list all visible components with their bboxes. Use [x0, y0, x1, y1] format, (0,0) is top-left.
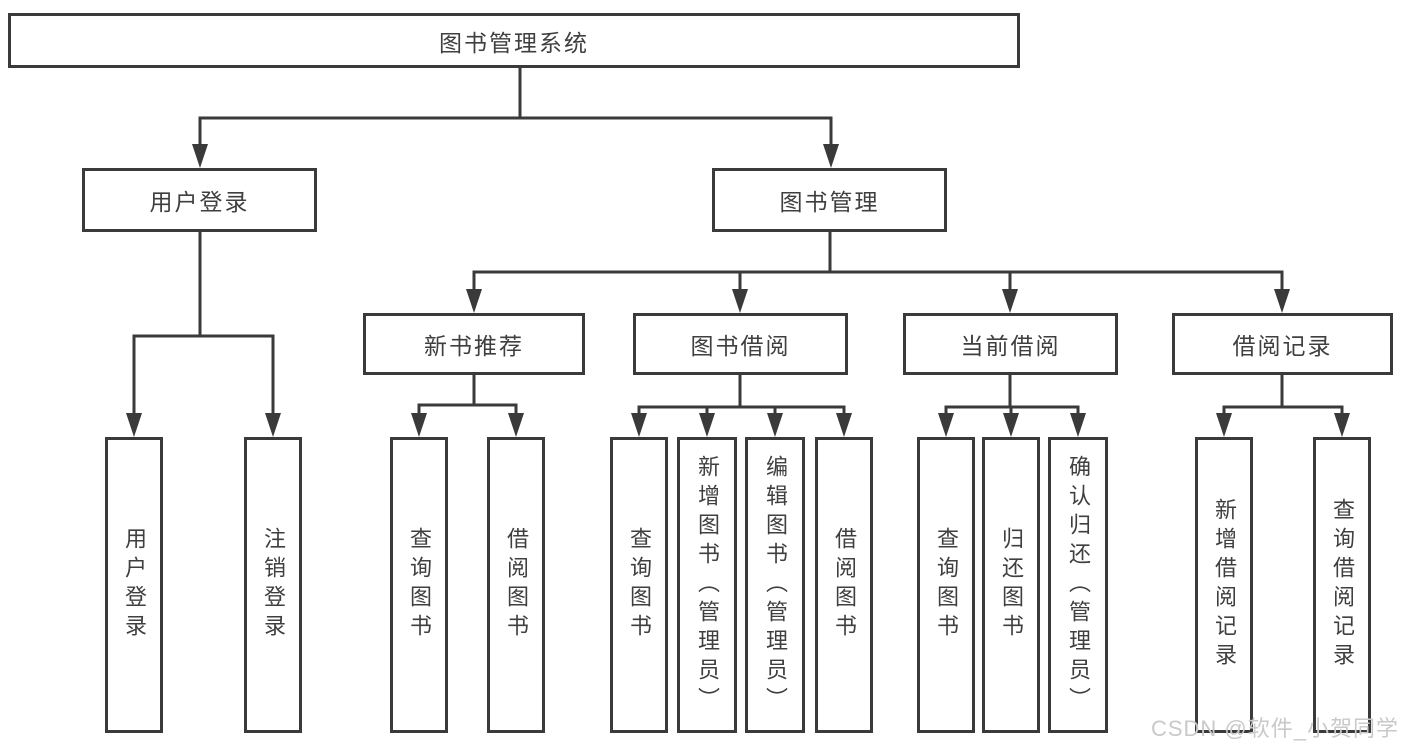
node-leaf-return-book: 归还图书 — [982, 437, 1040, 733]
node-leaf-edit-book-admin: 编辑图书（管理员） — [745, 437, 805, 733]
node-leaf-recommend-query-book-label: 查询图书 — [407, 527, 432, 643]
node-user-login-label: 用户登录 — [149, 189, 250, 215]
node-leaf-borrowing-query-book: 查询图书 — [610, 437, 668, 733]
node-borrowing-records: 借阅记录 — [1172, 313, 1393, 375]
node-book-borrowing: 图书借阅 — [633, 313, 848, 375]
connector-book-borrowing-to-leaves — [631, 373, 852, 437]
connector-current-borrowing-to-leaves — [938, 373, 1086, 437]
node-leaf-borrowing-query-book-label: 查询图书 — [627, 527, 652, 643]
node-leaf-logout: 注销登录 — [244, 437, 302, 733]
node-leaf-query-borrow-record: 查询借阅记录 — [1313, 437, 1371, 733]
connector-user-login-to-leaves — [126, 230, 281, 437]
node-leaf-edit-book-admin-label: 编辑图书（管理员） — [763, 454, 788, 716]
node-root: 图书管理系统 — [8, 13, 1020, 68]
node-leaf-user-login-label: 用户登录 — [122, 527, 147, 643]
node-book-management: 图书管理 — [712, 168, 947, 232]
connector-borrowing-records-to-leaves — [1216, 373, 1350, 437]
node-leaf-user-login: 用户登录 — [105, 437, 163, 733]
node-leaf-current-query-book-label: 查询图书 — [934, 527, 959, 643]
node-book-management-label: 图书管理 — [779, 189, 880, 215]
connector-root-to-level2 — [192, 66, 839, 168]
node-leaf-current-query-book: 查询图书 — [917, 437, 975, 733]
node-new-book-recommend: 新书推荐 — [363, 313, 585, 375]
node-leaf-borrowing-borrow-book-label: 借阅图书 — [832, 527, 857, 643]
node-leaf-borrowing-borrow-book: 借阅图书 — [815, 437, 873, 733]
node-leaf-add-book-admin-label: 新增图书（管理员） — [695, 454, 720, 716]
node-leaf-add-borrow-record-label: 新增借阅记录 — [1212, 498, 1237, 672]
node-root-label: 图书管理系统 — [439, 29, 589, 56]
node-leaf-add-book-admin: 新增图书（管理员） — [677, 437, 737, 733]
node-leaf-logout-label: 注销登录 — [261, 527, 286, 643]
node-leaf-return-book-label: 归还图书 — [999, 527, 1024, 643]
node-user-login: 用户登录 — [82, 168, 317, 232]
watermark-text: CSDN @软件_小贺同学 — [1150, 716, 1399, 741]
connector-book-management-to-level3 — [466, 230, 1290, 313]
node-current-borrowing-label: 当前借阅 — [960, 333, 1061, 359]
connector-new-book-recommend-to-leaves — [411, 373, 524, 437]
node-leaf-recommend-borrow-book-label: 借阅图书 — [504, 527, 529, 643]
node-borrowing-records-label: 借阅记录 — [1232, 333, 1333, 359]
node-leaf-recommend-borrow-book: 借阅图书 — [487, 437, 545, 733]
node-leaf-add-borrow-record: 新增借阅记录 — [1195, 437, 1253, 733]
node-leaf-confirm-return-admin: 确认归还（管理员） — [1048, 437, 1108, 733]
node-current-borrowing: 当前借阅 — [903, 313, 1118, 375]
node-leaf-recommend-query-book: 查询图书 — [390, 437, 448, 733]
node-leaf-confirm-return-admin-label: 确认归还（管理员） — [1066, 454, 1091, 716]
node-leaf-query-borrow-record-label: 查询借阅记录 — [1330, 498, 1355, 672]
node-new-book-recommend-label: 新书推荐 — [424, 333, 524, 359]
node-book-borrowing-label: 图书借阅 — [690, 333, 791, 359]
